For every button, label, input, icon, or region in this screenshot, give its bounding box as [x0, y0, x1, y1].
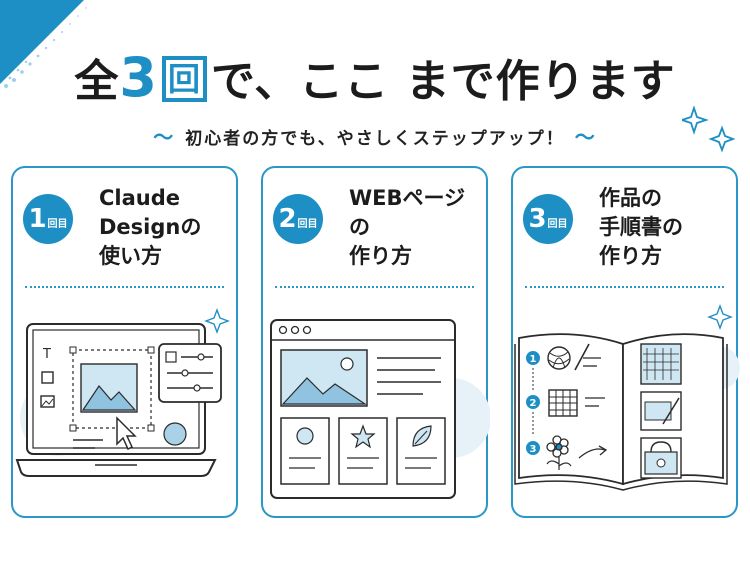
tilde-left: 〜	[153, 125, 176, 149]
card-divider	[275, 286, 474, 288]
tilde-right: 〜	[574, 125, 597, 149]
title-kai-box: 回	[162, 56, 208, 102]
step-marker-1: 1	[526, 351, 540, 365]
card-title-2: WEBページの 作り方	[349, 186, 466, 268]
card-title-3: 作品の 手順書の 作り方	[599, 186, 683, 268]
sparkle-icon	[682, 106, 736, 152]
step-3-label: 3	[530, 444, 537, 455]
step-marker-3: 3	[526, 441, 540, 455]
card-title-1: Claude Designの 使い方	[99, 186, 202, 268]
step-marker-2: 2	[526, 395, 540, 409]
svg-text:T: T	[42, 347, 51, 362]
step-2-label: 2	[530, 398, 537, 409]
subtitle-text: 初心者の方でも、やさしくステップアップ！	[185, 129, 565, 149]
page-subtitle: 〜初心者の方でも、やさしくステップアップ！ 〜	[0, 121, 750, 150]
card-divider	[525, 286, 724, 288]
title-number: 3	[119, 46, 158, 109]
card-divider	[25, 286, 224, 288]
webpage-illustration	[270, 319, 490, 499]
corner-dots-decoration	[0, 0, 87, 88]
step-1-label: 1	[530, 354, 537, 365]
manual-book-illustration: 1 2 3	[514, 304, 740, 491]
laptop-design-illustration: T	[15, 308, 230, 477]
